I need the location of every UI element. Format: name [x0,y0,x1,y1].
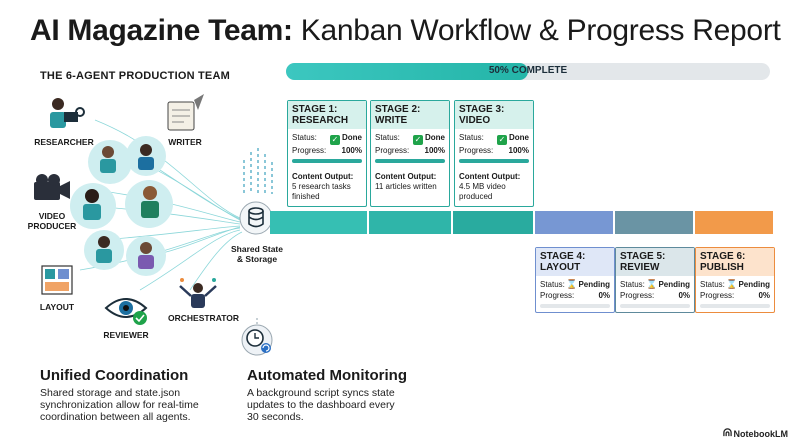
stage-track-3 [453,211,533,234]
stage-card-layout: STAGE 4:LAYOUT Status:⌛Pending Progress:… [535,247,615,313]
title-rest: Kanban Workflow & Progress Report [292,14,781,47]
stage-track-6 [695,211,773,234]
overall-progress-fill [286,63,528,80]
unified-coordination-text: Shared storage and state.json synchroniz… [40,387,199,423]
agent-label-reviewer: REVIEWER [103,330,149,340]
agent-label-layout: LAYOUT [39,302,75,312]
database-icon [239,201,273,235]
clock-icon [241,324,273,356]
data-stream [264,154,266,194]
stage-progress-bar [620,304,690,308]
data-stream [250,152,252,194]
agent-label-video-producer: VIDEO PRODUCER [27,211,77,231]
hourglass-icon: ⌛ [566,279,578,289]
unified-coordination-heading: Unified Coordination [40,367,189,384]
stage-track-2 [369,211,451,234]
hourglass-icon: ⌛ [646,279,658,289]
page-title: AI Magazine Team: Kanban Workflow & Prog… [30,14,781,48]
notebooklm-logo-icon [723,428,732,437]
person-icon [138,144,154,170]
person-icon [96,236,112,263]
overall-progress-bar: 50% COMPLETE [286,63,770,80]
stage-card-header: STAGE 6:PUBLISH [696,248,774,276]
stage-card-header: STAGE 3:VIDEO [455,101,533,129]
stage-card-publish: STAGE 6:PUBLISH Status:⌛Pending Progress… [695,247,775,313]
hourglass-icon: ⌛ [726,279,738,289]
check-icon: ✓ [497,135,507,145]
agent-label-writer: WRITER [168,137,202,147]
stage-track-5 [615,211,693,234]
layout-grid-icon [41,265,73,295]
agent-label-researcher: RESEARCHER [34,137,94,147]
researcher-icon [50,98,85,128]
team-heading: THE 6-AGENT PRODUCTION TEAM [40,70,230,82]
stage-progress-bar [540,304,610,308]
stage-progress-bar [700,304,770,308]
stage-card-video: STAGE 3:VIDEO Status:✓Done Progress:100%… [454,100,534,207]
reviewer-eye-icon [104,298,148,325]
data-stream [271,162,273,194]
data-stream [243,160,245,194]
stage-card-review: STAGE 5:REVIEW Status:⌛Pending Progress:… [615,247,695,313]
stage-progress-bar [375,159,445,163]
person-icon [100,146,116,173]
check-icon: ✓ [413,135,423,145]
automated-monitoring-heading: Automated Monitoring [247,367,407,384]
stage-card-research: STAGE 1:RESEARCH Status:✓Done Progress:1… [287,100,367,207]
person-icon [141,186,159,218]
title-bold: AI Magazine Team: [30,14,293,47]
writer-icon [167,94,204,131]
stage-track-4 [535,211,613,234]
automated-monitoring-text: A background script syncs state updates … [247,387,395,423]
person-icon [138,242,154,269]
stage-card-header: STAGE 2:WRITE [371,101,449,129]
agent-label-orchestrator: ORCHESTRATOR [168,313,239,323]
data-stream [257,148,259,194]
overall-progress-label: 50% COMPLETE [488,65,568,76]
check-icon: ✓ [330,135,340,145]
stage-card-header: STAGE 1:RESEARCH [288,101,366,129]
stage-progress-bar [292,159,362,163]
stage-card-write: STAGE 2:WRITE Status:✓Done Progress:100%… [370,100,450,207]
stage-card-header: STAGE 4:LAYOUT [536,248,614,276]
orchestrator-icon [179,278,217,308]
storage-label: Shared State & Storage [231,244,283,264]
stage-progress-bar [459,159,529,163]
person-icon [83,189,101,220]
brand-label: NotebookLM [733,429,789,439]
video-camera-icon [34,174,70,200]
stage-track-1 [270,211,367,234]
stage-card-header: STAGE 5:REVIEW [616,248,694,276]
